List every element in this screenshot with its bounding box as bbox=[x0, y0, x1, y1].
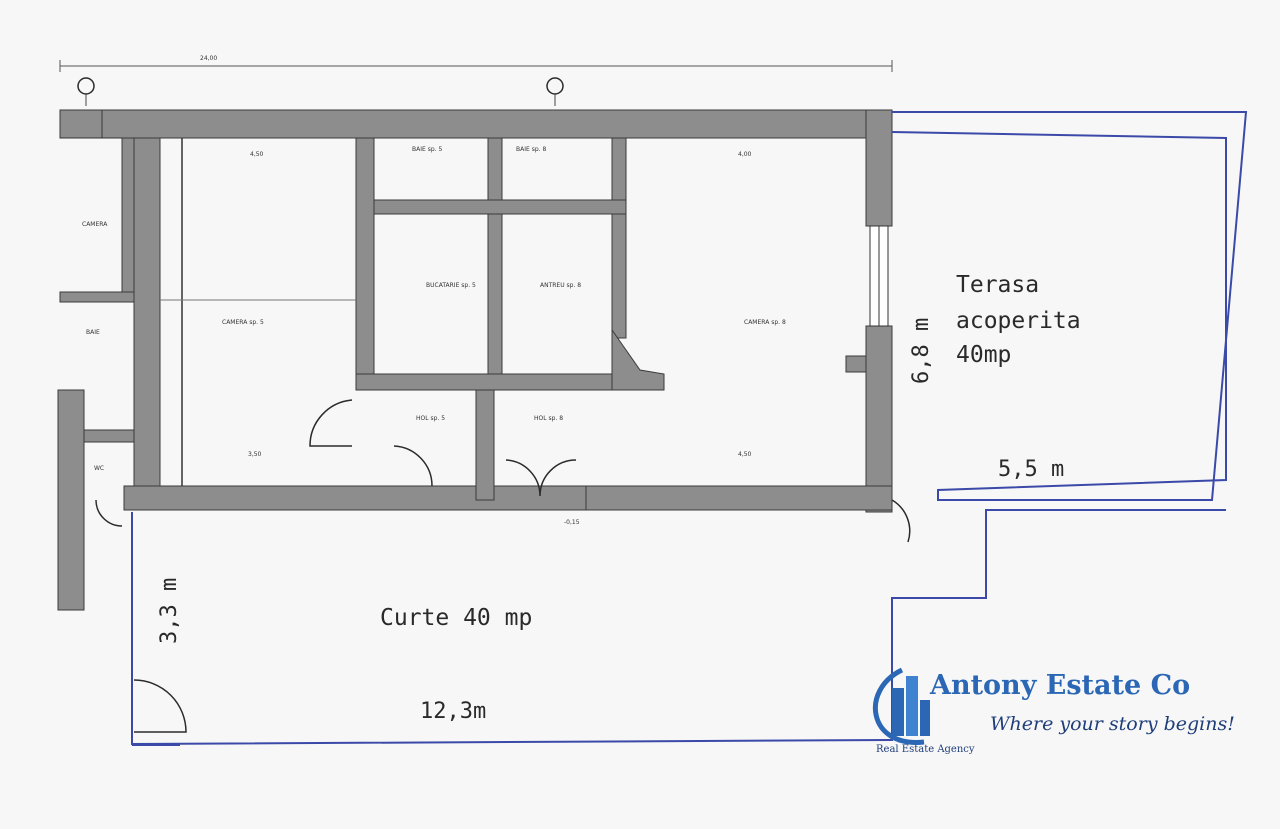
room-label-bucatarie: BUCATARIE sp. 5 bbox=[426, 282, 476, 289]
room-label-antreu: ANTREU sp. 8 bbox=[540, 282, 581, 289]
overall-dimension-label: 24,00 bbox=[200, 55, 217, 62]
room-label-hol-s: HOL sp. 5 bbox=[416, 415, 445, 422]
terrace-label-line2: acoperita bbox=[956, 308, 1081, 334]
dim-entrance-level: -0,15 bbox=[564, 519, 580, 526]
room-label-camera-s: CAMERA sp. 5 bbox=[222, 319, 264, 326]
dim-camera-8-bottom: 4,50 bbox=[738, 451, 752, 458]
walls bbox=[57, 109, 893, 611]
yard-label: Curte 40 mp bbox=[380, 605, 532, 631]
overall-dimension-line: 24,00 bbox=[59, 55, 893, 72]
brand-tagline: Where your story begins! bbox=[990, 713, 1235, 735]
room-label-hol-8: HOL sp. 8 bbox=[534, 415, 563, 422]
terrace-label-line3: 40mp bbox=[956, 342, 1011, 368]
yard-height-label: 3,3 m bbox=[157, 578, 182, 644]
brand-subtitle: Real Estate Agency bbox=[876, 744, 975, 755]
interior-lines bbox=[60, 137, 356, 486]
window bbox=[869, 225, 889, 327]
terrace-width-label: 5,5 m bbox=[998, 457, 1064, 482]
dim-camera-s-width: 4,50 bbox=[250, 151, 264, 158]
terrace-outline bbox=[891, 111, 1248, 501]
room-label-baie-top2: BAIE sp. 8 bbox=[516, 146, 546, 153]
building-logo-icon bbox=[873, 667, 930, 745]
dim-camera-8-width: 4,00 bbox=[738, 151, 752, 158]
brand-name: Antony Estate Co bbox=[929, 670, 1190, 701]
room-label-baie-left: BAIE bbox=[86, 329, 100, 336]
yard-width-label: 12,3m bbox=[420, 699, 486, 724]
yard-outline bbox=[131, 509, 1226, 746]
terrace-label-line1: Terasa bbox=[956, 272, 1039, 298]
room-label-wc: WC bbox=[94, 465, 104, 472]
doors bbox=[95, 399, 911, 733]
room-label-baie-top1: BAIE sp. 5 bbox=[412, 146, 442, 153]
room-label-camera-left: CAMERA bbox=[82, 221, 108, 228]
axis-markers bbox=[77, 77, 564, 106]
room-label-camera-8: CAMERA sp. 8 bbox=[744, 319, 786, 326]
dim-camera-s-bottom: 3,50 bbox=[248, 451, 262, 458]
terrace-height-label: 6,8 m bbox=[909, 318, 934, 384]
